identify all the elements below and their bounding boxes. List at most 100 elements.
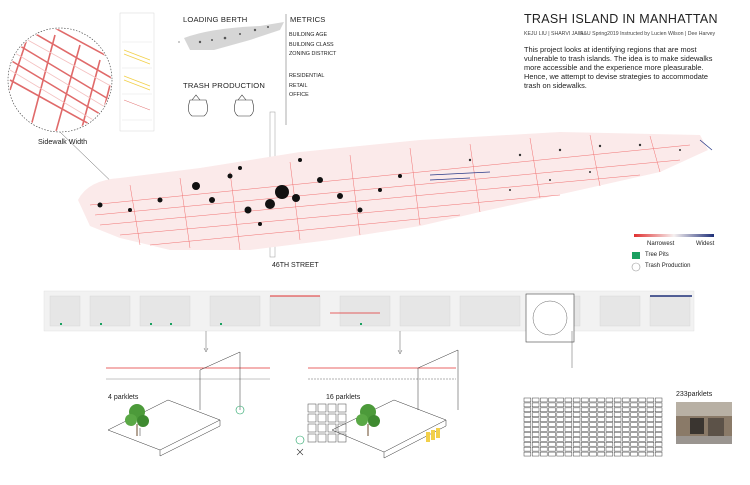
parklet-lines-a — [106, 367, 270, 380]
parklet-cell — [581, 402, 589, 408]
parklet-cell — [581, 446, 589, 452]
parklet-cell — [572, 451, 581, 457]
parklet-cell — [540, 442, 548, 447]
parklet-grid-233 — [523, 397, 663, 457]
parklet-cell — [572, 407, 581, 413]
parklet-cell — [548, 451, 556, 457]
metric-residential: RESIDENTIAL — [289, 73, 325, 79]
metrics-group-2: RESIDENTIAL RETAIL OFFICE — [289, 72, 324, 101]
parklet-cell — [589, 451, 597, 457]
parklet-cell — [638, 407, 646, 413]
parklet-cell — [548, 437, 556, 442]
parklet-cell — [622, 437, 630, 442]
parklet-cell — [622, 446, 630, 452]
parklet-cell — [564, 412, 573, 417]
parklet-cell — [523, 427, 532, 432]
parklet-cell — [613, 437, 622, 442]
parklet-cell — [531, 446, 540, 452]
parklet-cell — [638, 432, 646, 437]
parklet-cell — [556, 407, 564, 413]
parklet-cell — [572, 397, 581, 403]
parklet-cell — [531, 437, 540, 442]
manhattan-map — [78, 132, 713, 251]
parklet-cell — [581, 427, 589, 432]
parklet-cell — [540, 397, 548, 403]
parklet-cell — [646, 451, 655, 457]
parklet-cell — [531, 402, 540, 408]
parklet-cell — [654, 437, 663, 442]
parklet-cell — [548, 422, 556, 427]
parklet-cell — [597, 432, 605, 437]
parklet-cell — [556, 432, 564, 437]
parklet-cell — [572, 422, 581, 427]
metrics-group-1: BUILDING AGE BUILDING CLASS ZONING DISTR… — [289, 31, 336, 60]
project-description: This project looks at identifying region… — [524, 45, 713, 90]
tree-icon — [125, 404, 149, 436]
parklet-cell — [556, 397, 564, 403]
parklet-cell — [646, 437, 655, 442]
parklet-cell — [613, 451, 622, 457]
parklet-cell — [523, 412, 532, 417]
parklet-cell — [564, 422, 573, 427]
parklet-cell — [605, 451, 614, 457]
parklet-cell — [630, 432, 638, 437]
metric-retail: RETAIL — [289, 82, 308, 89]
parklet-cell — [613, 397, 622, 403]
trash-production-heading: TRASH PRODUCTION — [183, 81, 266, 90]
parklet-cell — [638, 427, 646, 432]
parklet-cell — [540, 412, 548, 417]
parklet-cell — [581, 412, 589, 417]
parklet-cell — [581, 397, 589, 403]
parklet-cell — [605, 412, 614, 417]
loading-berth-map — [184, 22, 284, 50]
parklet-cell — [531, 451, 540, 457]
parklet-cell — [540, 446, 548, 452]
parklet-cell — [646, 397, 655, 403]
parklet-cell — [605, 427, 614, 432]
parklet-cell — [646, 412, 655, 417]
parklet-cell — [564, 407, 573, 413]
parklet-cell — [597, 451, 605, 457]
parklet-cell — [638, 422, 646, 427]
parklet-cell — [630, 427, 638, 432]
parklet-cell — [556, 427, 564, 432]
parklet-cell — [581, 422, 589, 427]
parklet-cell — [589, 446, 597, 452]
parklet-cell — [523, 442, 532, 447]
parklet-cell — [605, 442, 614, 447]
parklet-cell — [548, 407, 556, 413]
parklet-cell — [548, 412, 556, 417]
parklet-cell — [605, 437, 614, 442]
parklet-cell — [589, 412, 597, 417]
isometric-sidewalk-a — [107, 351, 241, 457]
parklet-cell — [589, 407, 597, 413]
parklet-cell — [581, 432, 589, 437]
parklet-cell — [556, 451, 564, 457]
parklet-cell — [556, 402, 564, 408]
parklet-cell — [531, 422, 540, 427]
parklet-cell — [630, 446, 638, 452]
parklet-cell — [531, 432, 540, 437]
parklet-cell — [597, 402, 605, 408]
parklet-cell — [564, 437, 573, 442]
metrics-heading: METRICS — [290, 15, 326, 24]
parklet-cell — [638, 417, 646, 422]
parklet-cell — [654, 402, 663, 408]
metric-building-class: BUILDING CLASS — [289, 41, 334, 48]
parklet-cell — [589, 402, 597, 408]
parklet-cell — [540, 402, 548, 408]
parklet-cell — [564, 432, 573, 437]
parklet-cell — [531, 442, 540, 447]
poster-title: TRASH ISLAND IN MANHATTAN — [524, 12, 718, 26]
authors: KEJU LIU | SHARVI JAIN — [524, 31, 583, 37]
parklet-cell — [556, 442, 564, 447]
parklet-cell — [638, 402, 646, 408]
parklet-cell — [523, 417, 532, 422]
parklet-cell — [540, 427, 548, 432]
parklet-cell — [630, 402, 638, 408]
parklet-cell — [613, 427, 622, 432]
parklet-cell — [531, 427, 540, 432]
parklet-cell — [589, 432, 597, 437]
parklet-cell — [622, 397, 630, 403]
parklet-cell — [556, 422, 564, 427]
